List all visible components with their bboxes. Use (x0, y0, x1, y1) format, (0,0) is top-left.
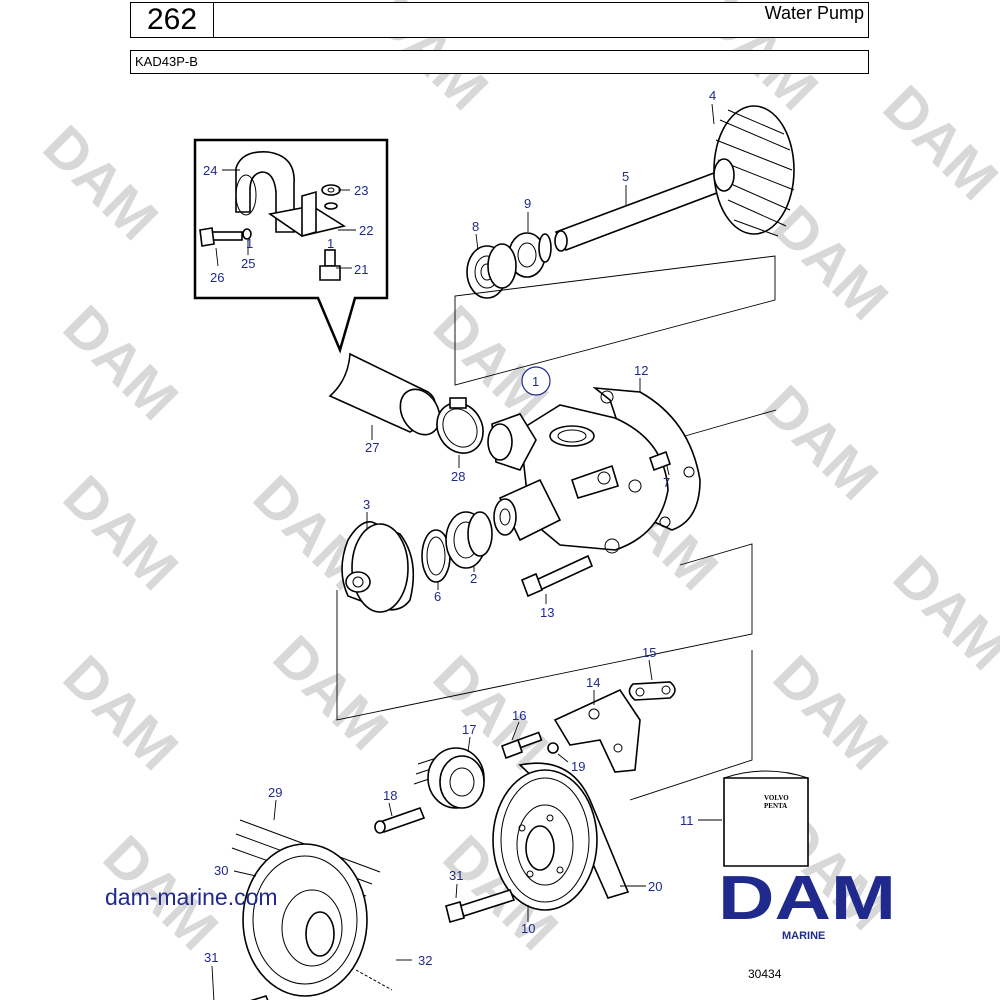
pump-housing: 7 12 1 (487, 363, 701, 554)
callout-3: 3 (363, 497, 370, 512)
clamp-28: 28 (436, 397, 484, 484)
callout-28: 28 (451, 469, 465, 484)
gasket-kit: VOLVO PENTA 11 (680, 770, 809, 867)
idler-pulley: 17 18 (374, 722, 485, 834)
callout-1: 1 (532, 374, 539, 389)
kit-brand-line1: VOLVO (764, 794, 789, 802)
callout-29: 29 (268, 785, 282, 800)
watermark: DAM (751, 373, 890, 512)
title-box: Water Pump (213, 2, 869, 38)
callout-12: 12 (634, 363, 648, 378)
reference-number: 30434 (748, 967, 782, 981)
watermark: DAM (51, 293, 190, 432)
watermark: DAM (871, 73, 1000, 212)
watermark: DAM (51, 463, 190, 602)
callout-19: 19 (571, 759, 585, 774)
pump-pulley: 10 20 31 (445, 762, 662, 936)
callout-27: 27 (365, 440, 379, 455)
brand-logo-text: DAM (718, 864, 896, 933)
callout-31: 31 (449, 868, 463, 883)
callout-13: 13 (540, 605, 554, 620)
watermark: DAM (881, 543, 1000, 682)
model-label: KAD43P-B (130, 50, 869, 74)
page-number: 262 (130, 2, 214, 38)
kit-brand-line2: PENTA (764, 802, 787, 810)
callout-31: 31 (204, 950, 218, 965)
callout-7: 7 (663, 475, 670, 490)
callout-30: 30 (214, 863, 228, 878)
callout-26: 26 (210, 270, 224, 285)
inset-detail: 24 23 22 1 1 21 25 26 (193, 138, 389, 354)
callout-9: 9 (524, 196, 531, 211)
shaft-assembly: 4 5 9 8 (466, 88, 795, 299)
callout-23: 23 (354, 183, 368, 198)
callout-8: 8 (472, 219, 479, 234)
page-title: Water Pump (764, 3, 864, 23)
projection-lines (336, 255, 777, 801)
callout-15: 15 (642, 645, 656, 660)
site-url: dam-marine.com (105, 884, 278, 910)
callout-32: 32 (418, 953, 432, 968)
callout-6: 6 (434, 589, 441, 604)
watermark: DAM (51, 643, 190, 782)
callout-24: 24 (203, 163, 217, 178)
callout-1: 1 (327, 236, 334, 251)
callout-10: 10 (521, 921, 535, 936)
brand-logo: DAM (718, 864, 896, 933)
callout-20: 20 (648, 879, 662, 894)
callout-11: 11 (680, 813, 694, 828)
callout-14: 14 (586, 675, 600, 690)
callout-2: 2 (470, 571, 477, 586)
callout-17: 17 (462, 722, 476, 737)
tensioner-bracket: 14 15 16 19 (500, 645, 676, 774)
callout-5: 5 (622, 169, 629, 184)
callout-25: 25 (241, 256, 255, 271)
front-parts: 3 6 2 13 (341, 497, 594, 620)
callout-1: 1 (246, 236, 253, 251)
callout-22: 22 (359, 223, 373, 238)
hose-27: 27 (328, 352, 441, 455)
callout-21: 21 (354, 262, 368, 277)
callout-4: 4 (709, 88, 716, 103)
watermark: DAM (261, 623, 400, 762)
watermark: DAM (31, 113, 170, 252)
crank-pulley: 29 30 32 31 (204, 785, 432, 1000)
watermark: DAM (761, 643, 900, 782)
brand-subtitle: MARINE (782, 930, 826, 942)
callout-18: 18 (383, 788, 397, 803)
callout-16: 16 (512, 708, 526, 723)
